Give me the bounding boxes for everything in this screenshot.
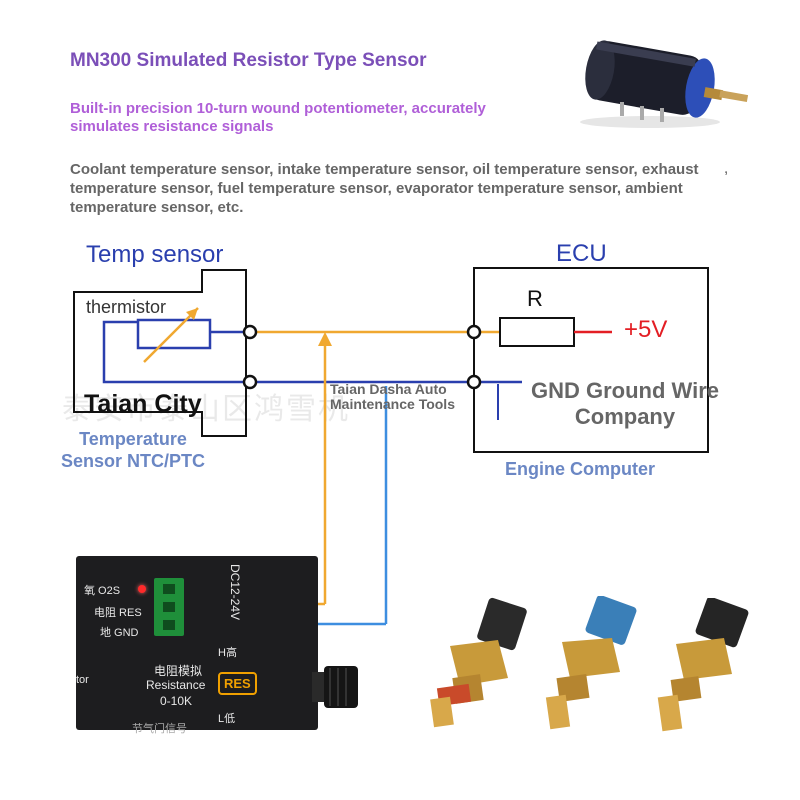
thermistor-label: thermistor bbox=[86, 297, 167, 317]
terminal-screw-icon bbox=[163, 584, 175, 594]
terminal-screw-icon bbox=[163, 620, 175, 630]
sensor-terminal-ground bbox=[242, 374, 258, 390]
terminal-block[interactable] bbox=[154, 578, 184, 636]
description-tail: , bbox=[724, 160, 729, 177]
temp-sensor-title: Temp sensor bbox=[86, 241, 224, 268]
sim-label-cn: 电阻模拟 bbox=[154, 664, 203, 678]
thermistor-arrow bbox=[143, 307, 199, 363]
o2s-port-label: 氧 O2S bbox=[84, 585, 121, 597]
watermark: 泰安市泰山区鸿雪机 bbox=[62, 393, 350, 426]
potentiometer-image bbox=[580, 40, 749, 128]
gnd-label: GND Ground Wire Company bbox=[530, 378, 720, 429]
engine-caption: Engine Computer bbox=[505, 459, 656, 479]
ecu-box bbox=[473, 267, 709, 453]
sim-range: 0-10K bbox=[160, 694, 193, 708]
potentiometer-knob-icon[interactable] bbox=[312, 662, 362, 712]
ecu-resistor bbox=[499, 317, 575, 347]
power-label: DC12-24V bbox=[228, 564, 242, 621]
sensor-terminal-signal bbox=[242, 324, 258, 340]
sensor-image-black bbox=[430, 597, 527, 728]
thermistor-loop bbox=[102, 320, 248, 384]
city-label: Taian City bbox=[84, 390, 202, 418]
sensor-list-description: Coolant temperature sensor, intake tempe… bbox=[70, 161, 699, 216]
o2s-led-icon bbox=[138, 585, 146, 593]
thermistor-symbol bbox=[136, 318, 212, 350]
ecu-terminal-signal bbox=[466, 324, 482, 340]
sensor-image-black-2 bbox=[657, 598, 749, 732]
tools-label: Taian Dasha Auto Maintenance Tools bbox=[330, 381, 455, 412]
bottom-label: 节气门信号 bbox=[132, 723, 187, 735]
ecu-terminal-ground bbox=[466, 374, 482, 390]
mn300-device: 氧 O2S 电阻 RES 地 GND DC12-24V 电阻模拟 Resista… bbox=[76, 556, 318, 735]
ecu-title: ECU bbox=[556, 240, 607, 267]
resistor-label: R bbox=[527, 286, 543, 311]
sensor-caption: Temperature Sensor NTC/PTC bbox=[60, 429, 206, 471]
low-label: L低 bbox=[218, 713, 236, 725]
res-knob[interactable]: RES bbox=[218, 672, 257, 695]
temp-sensor-housing bbox=[73, 269, 247, 437]
res-port-label: 电阻 RES bbox=[94, 607, 142, 619]
sensor-image-blue bbox=[545, 596, 637, 730]
page-subtitle: Built-in precision 10-turn wound potenti… bbox=[70, 100, 486, 135]
sim-label-en: Resistance bbox=[146, 678, 206, 692]
page-title: MN300 Simulated Resistor Type Sensor bbox=[70, 50, 427, 71]
side-label: tor bbox=[76, 674, 89, 686]
voltage-label: +5V bbox=[624, 316, 668, 343]
terminal-screw-icon bbox=[163, 602, 175, 612]
high-label: H高 bbox=[218, 647, 237, 659]
gnd-port-label: 地 GND bbox=[100, 627, 139, 639]
